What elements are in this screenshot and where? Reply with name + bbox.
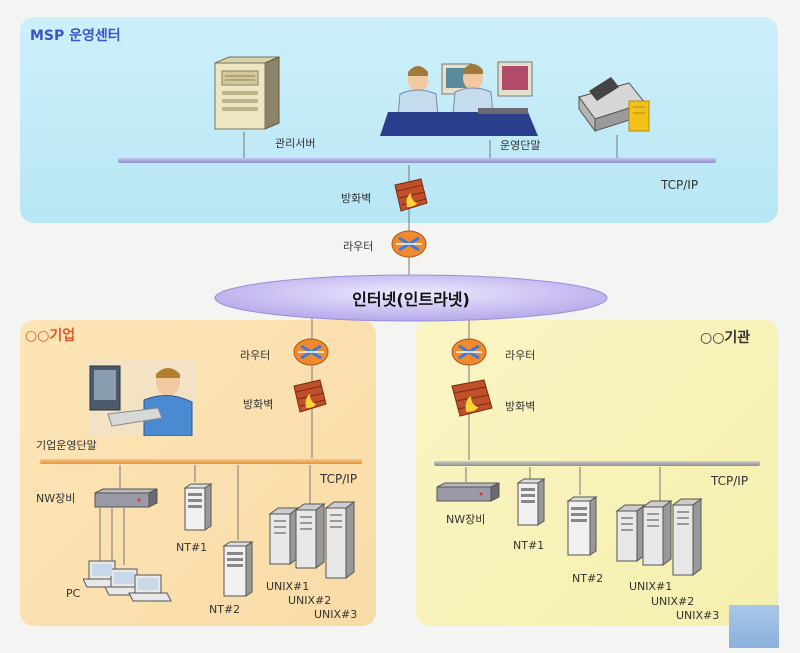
corner-decoration	[729, 605, 779, 648]
management-server-label: 관리서버	[275, 137, 316, 150]
enterprise-nw-equipment-icon[interactable]	[93, 487, 159, 509]
management-server-icon[interactable]	[205, 55, 285, 130]
enterprise-nt1-label: NT#1	[176, 541, 208, 554]
enterprise-nt1-server-icon[interactable]	[183, 482, 213, 532]
msp-center-title: MSP 운영센터	[30, 28, 121, 44]
printer-icon[interactable]	[575, 67, 657, 139]
internet-label: 인터넷(인트라넷)	[352, 290, 470, 309]
enterprise-nt2-server-icon[interactable]	[222, 540, 254, 598]
agency-unix3-label: UNIX#3	[676, 609, 720, 622]
enterprise-nw-label: NW장비	[36, 492, 76, 505]
msp-protocol-label: TCP/IP	[661, 178, 699, 192]
agency-router-icon[interactable]	[451, 337, 487, 367]
enterprise-nt2-label: NT#2	[209, 603, 241, 616]
enterprise-network-bus	[40, 459, 362, 464]
enterprise-unix2-label: UNIX#2	[288, 594, 332, 607]
msp-firewall-label: 방화벽	[341, 192, 372, 205]
agency-router-label: 라우터	[505, 349, 536, 362]
agency-title: ○○기관	[700, 330, 751, 346]
enterprise-router-icon[interactable]	[293, 337, 329, 367]
enterprise-pc-label: PC	[66, 587, 81, 600]
enterprise-router-label: 라우터	[240, 349, 271, 362]
agency-unix1-label: UNIX#1	[629, 580, 673, 593]
operator-terminal-label: 운영단말	[500, 139, 541, 152]
msp-network-bus	[118, 158, 716, 163]
agency-nt1-label: NT#1	[513, 539, 545, 552]
enterprise-zone	[20, 320, 376, 626]
enterprise-firewall-icon[interactable]	[290, 378, 330, 414]
enterprise-title: ○○기업	[25, 328, 76, 344]
internet-cloud	[214, 274, 608, 322]
agency-nt1-server-icon[interactable]	[516, 477, 546, 527]
agency-zone	[416, 320, 778, 626]
agency-network-bus	[434, 461, 760, 466]
agency-unix-servers-icon[interactable]	[613, 497, 709, 579]
agency-firewall-icon[interactable]	[448, 378, 496, 418]
enterprise-unix-servers-icon[interactable]	[266, 500, 362, 582]
agency-firewall-label: 방화벽	[505, 400, 536, 413]
msp-router-label: 라우터	[343, 240, 374, 253]
agency-nt2-server-icon[interactable]	[566, 495, 598, 557]
enterprise-terminal-label: 기업운영단말	[36, 439, 97, 452]
enterprise-unix1-label: UNIX#1	[266, 580, 310, 593]
agency-nt2-label: NT#2	[572, 572, 604, 585]
operator-terminal-icon[interactable]	[378, 50, 548, 140]
firewall-icon[interactable]	[391, 177, 431, 213]
agency-unix2-label: UNIX#2	[651, 595, 695, 608]
enterprise-protocol-label: TCP/IP	[320, 472, 358, 486]
agency-protocol-label: TCP/IP	[711, 474, 749, 488]
enterprise-pc-icon[interactable]	[83, 557, 173, 607]
enterprise-unix3-label: UNIX#3	[314, 608, 358, 621]
enterprise-firewall-label: 방화벽	[243, 398, 274, 411]
router-icon[interactable]	[391, 229, 427, 259]
agency-nw-equipment-icon[interactable]	[435, 481, 501, 503]
agency-nw-label: NW장비	[446, 513, 486, 526]
enterprise-operator-terminal-icon[interactable]	[88, 360, 196, 436]
